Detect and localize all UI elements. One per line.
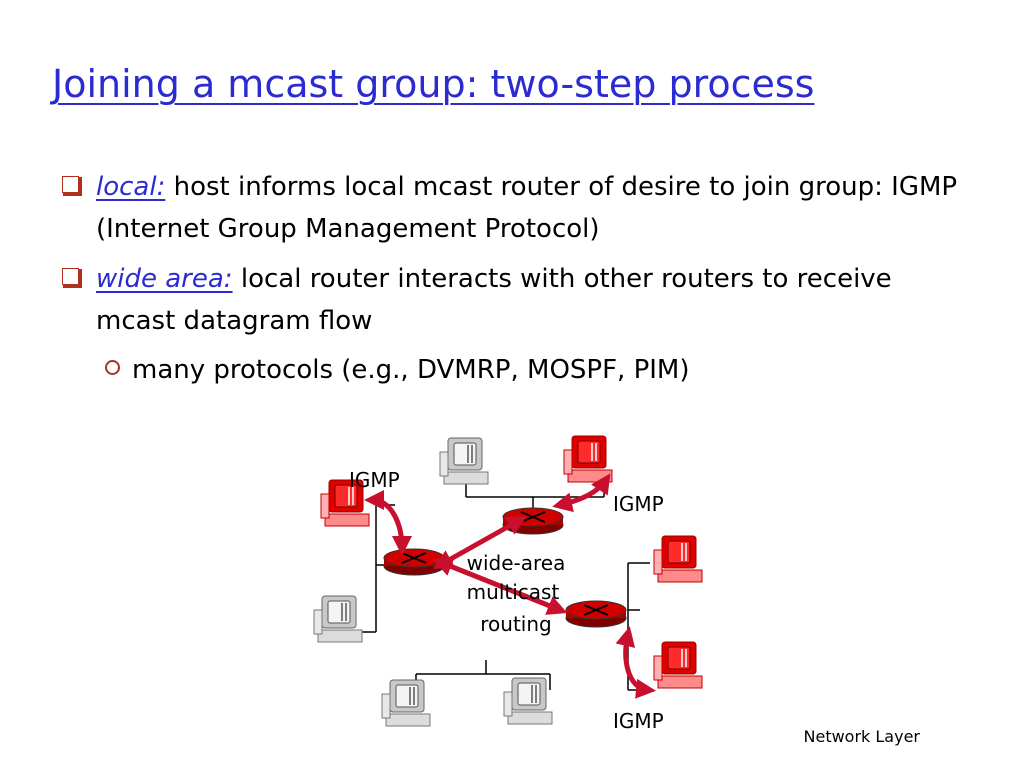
member-host-computer-icon [563, 435, 613, 483]
igmp-label: IGMP [613, 709, 664, 733]
bullet-local: local: host informs local mcast router o… [62, 166, 972, 250]
square-bullet-icon [62, 268, 82, 288]
host-computer-icon [503, 677, 553, 725]
router-icon [383, 548, 445, 576]
host-computer-icon [313, 595, 363, 643]
sub-bullet-text: many protocols (e.g., DVMRP, MOSPF, PIM) [132, 355, 690, 385]
footer-label: Network Layer [803, 727, 921, 746]
host-computer-icon [381, 679, 431, 727]
bullet-text: local router interacts with other router… [96, 264, 892, 336]
routing-label: routing [480, 612, 551, 636]
member-host-computer-icon [653, 535, 703, 583]
wide-area-label: wide-area [467, 551, 566, 575]
bullet-wide-area: wide area: local router interacts with o… [62, 258, 972, 342]
host-computer-icon [439, 437, 489, 485]
igmp-label: IGMP [613, 492, 664, 516]
bullet-keyword: local: [96, 172, 166, 202]
square-bullet-icon [62, 176, 82, 196]
slide-title: Joining a mcast group: two-step process [52, 62, 815, 106]
multicast-label: multicast [467, 580, 560, 604]
bullet-keyword: wide area: [96, 264, 233, 294]
bullet-text: host informs local mcast router of desir… [96, 172, 958, 244]
circle-bullet-icon [105, 360, 120, 375]
sub-bullet-protocols: many protocols (e.g., DVMRP, MOSPF, PIM) [105, 350, 690, 390]
router-icon [565, 600, 627, 628]
member-host-computer-icon [653, 641, 703, 689]
router-icon [502, 507, 564, 535]
igmp-label: IGMP [349, 468, 400, 492]
signal-arrows [364, 473, 656, 699]
